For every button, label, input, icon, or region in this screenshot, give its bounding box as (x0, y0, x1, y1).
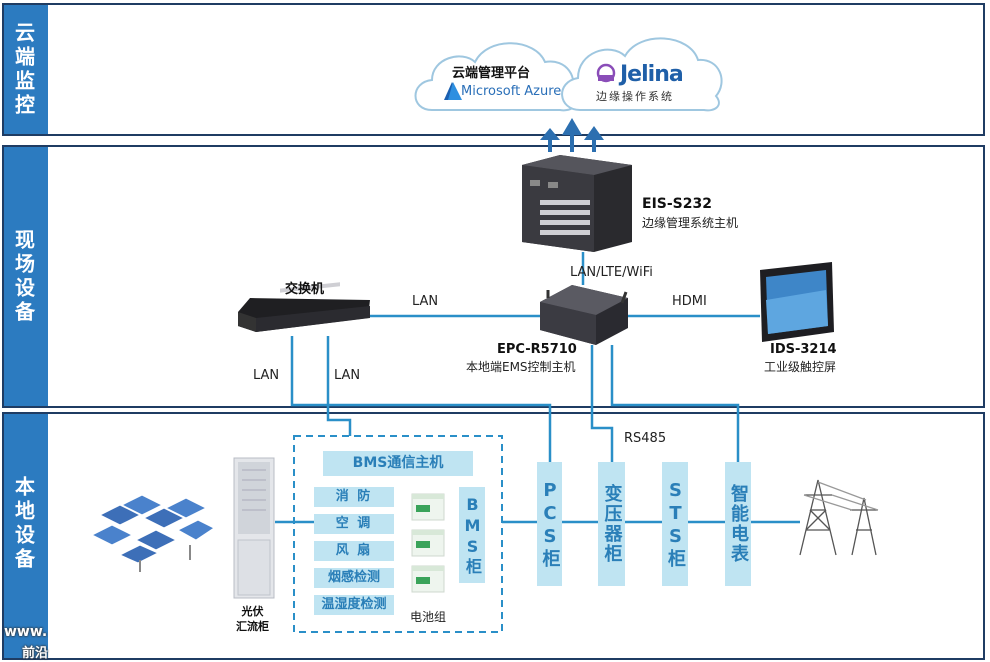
sub-item-smoke: 烟感检测 (314, 568, 394, 588)
jelina-logo-icon (596, 63, 616, 83)
link-label-lan-lte-wifi: LAN/LTE/WiFi (570, 265, 653, 280)
ids-3214-desc: 工业级触控屏 (764, 360, 837, 374)
watermark-line1: www. (4, 624, 48, 640)
watermark-line2: 前沿 (22, 646, 49, 661)
ids-3214-monitor-icon (760, 262, 834, 342)
eis-s232-name: EIS-S232 (642, 196, 712, 212)
bms-host-box: BMS通信主机 (323, 451, 473, 476)
eis-s232-device-icon (522, 155, 632, 252)
jelina-subtitle: 边缘操作系统 (596, 90, 674, 103)
battery-label: 电池组 (410, 610, 447, 624)
power-tower-icon (799, 479, 879, 556)
bms-cabinet-box: BMS柜 (459, 487, 485, 583)
eis-s232-desc: 边缘管理系统主机 (642, 216, 739, 230)
sub-item-temp-humidity: 温湿度检测 (314, 595, 394, 615)
epc-r5710-device-icon (540, 285, 628, 345)
combiner-label: 光伏 汇流柜 (236, 605, 269, 633)
azure-logo-icon (444, 82, 462, 100)
link-label-lan-left1: LAN (253, 368, 280, 383)
battery-stack-icon (411, 493, 445, 593)
sub-item-fan: 风 扇 (314, 541, 394, 561)
jelina-label: Jelina (620, 62, 684, 87)
solar-panel-icon (90, 494, 215, 572)
zone-tab (4, 147, 48, 406)
switch-label: 交换机 (285, 282, 325, 297)
ids-3214-name: IDS-3214 (770, 342, 837, 357)
zone-tab (4, 414, 48, 658)
azure-label: Microsoft Azure (461, 84, 562, 99)
zone-label-field: 现场设备 (11, 229, 36, 325)
connection-lines (275, 252, 800, 524)
combiner-cabinet-icon (233, 457, 275, 599)
link-label-lan-top: LAN (412, 294, 439, 309)
sub-item-ac: 空 调 (314, 514, 394, 534)
epc-r5710-name: EPC-R5710 (497, 342, 577, 357)
link-label-lan-left2: LAN (334, 368, 361, 383)
transformer-cabinet-box: 变压器柜 (598, 462, 625, 586)
bms-dashed-region (293, 435, 503, 633)
cloud-platform-title: 云端管理平台 (452, 66, 531, 81)
zone-label-local: 本地设备 (11, 476, 36, 572)
epc-r5710-desc: 本地端EMS控制主机 (466, 360, 576, 374)
switch-device-icon (238, 282, 370, 332)
sub-item-fire: 消 防 (314, 487, 394, 507)
link-label-rs485: RS485 (624, 431, 667, 446)
link-label-hdmi: HDMI (672, 294, 707, 309)
zone-tab (4, 5, 48, 134)
smart-meter-box: 智能电表 (725, 462, 751, 586)
zone-label-cloud: 云端监控 (11, 22, 36, 118)
pcs-cabinet-box: PCS柜 (537, 462, 562, 586)
cloud-shape-right (561, 37, 723, 112)
upload-arrows-icon (540, 118, 604, 152)
sts-cabinet-box: STS柜 (662, 462, 688, 586)
